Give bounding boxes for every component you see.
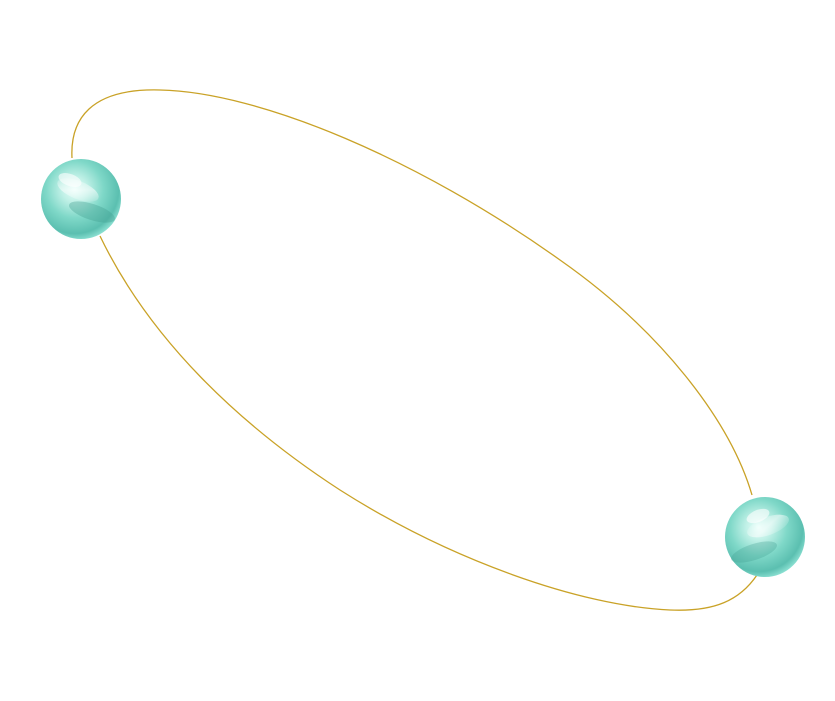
orbit-path bbox=[71, 89, 758, 611]
sphere-right bbox=[725, 497, 805, 577]
sphere-left bbox=[41, 159, 121, 239]
